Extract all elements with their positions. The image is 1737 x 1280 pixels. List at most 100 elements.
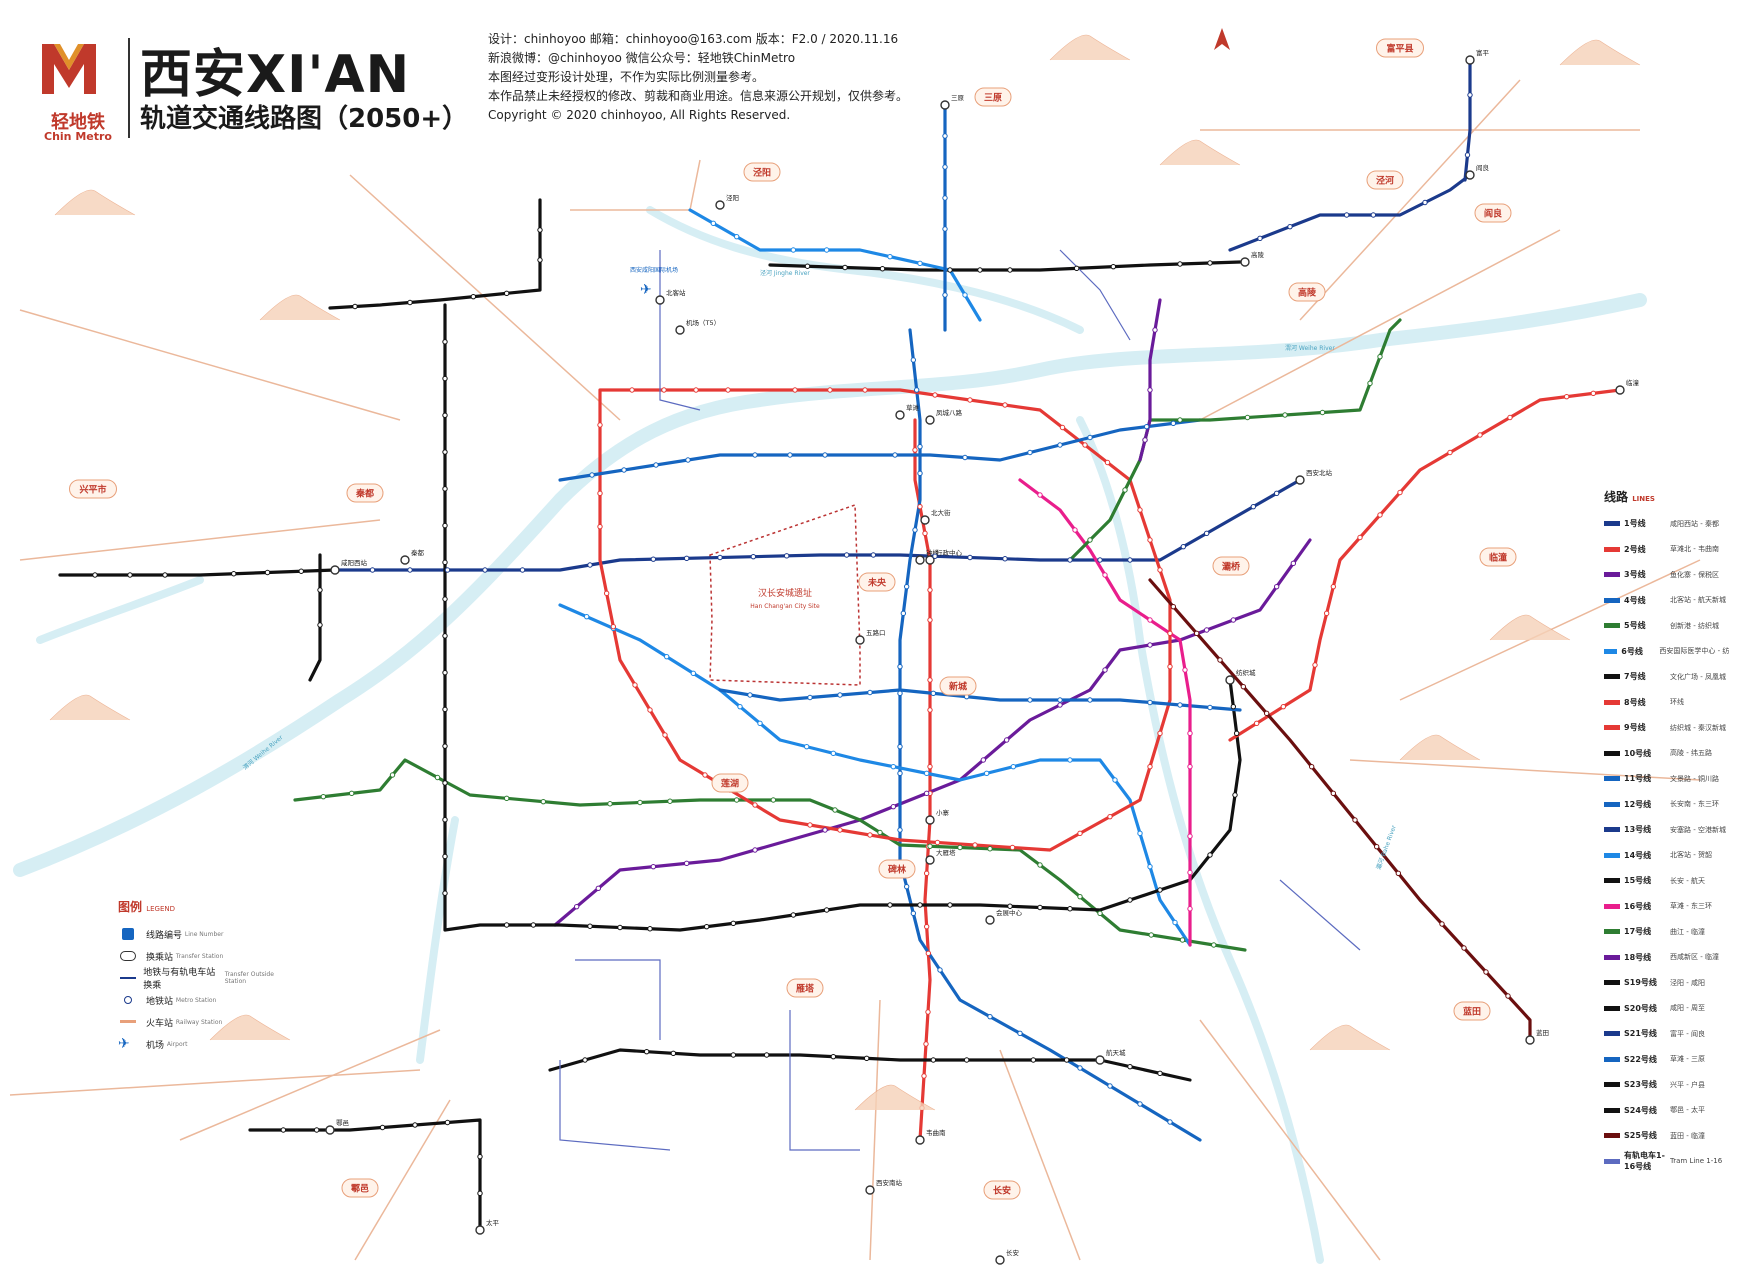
- station-dot[interactable]: [231, 571, 237, 577]
- station-dot[interactable]: [1217, 657, 1223, 663]
- station-dot[interactable]: [867, 832, 873, 838]
- station-dot[interactable]: [1357, 534, 1363, 541]
- station-dot[interactable]: [910, 357, 917, 363]
- station-dot[interactable]: [1067, 557, 1073, 563]
- station-dot[interactable]: [1057, 702, 1063, 708]
- station-dot[interactable]: [1102, 572, 1108, 578]
- station-dot[interactable]: [1273, 583, 1280, 590]
- station-dot[interactable]: [980, 757, 987, 763]
- station-dot[interactable]: [1250, 503, 1257, 510]
- station-dot[interactable]: [863, 1055, 870, 1062]
- station-dot[interactable]: [379, 1124, 386, 1131]
- station-dot[interactable]: [1230, 703, 1237, 710]
- station-dot[interactable]: [1037, 492, 1043, 498]
- station[interactable]: 泾阳: [715, 193, 739, 210]
- station-dot[interactable]: [927, 587, 933, 593]
- station-dot[interactable]: [1330, 583, 1337, 590]
- station-marker[interactable]: [475, 1225, 485, 1235]
- station-dot[interactable]: [1319, 409, 1326, 416]
- station-dot[interactable]: [922, 530, 928, 537]
- station-dot[interactable]: [934, 839, 941, 846]
- station-dot[interactable]: [503, 922, 510, 928]
- station-dot[interactable]: [1280, 703, 1287, 710]
- station-dot[interactable]: [725, 387, 731, 393]
- station-dot[interactable]: [897, 770, 903, 777]
- station-dot[interactable]: [903, 883, 910, 890]
- station-dot[interactable]: [827, 387, 833, 393]
- station-dot[interactable]: [1102, 667, 1108, 673]
- station-dot[interactable]: [783, 553, 790, 559]
- station-dot[interactable]: [822, 827, 828, 833]
- station-dot[interactable]: [925, 1009, 931, 1015]
- station-dot[interactable]: [1030, 1057, 1037, 1063]
- station-dot[interactable]: [957, 844, 963, 851]
- station-marker[interactable]: [865, 1185, 875, 1195]
- station-dot[interactable]: [1082, 442, 1088, 448]
- station[interactable]: 北大街: [920, 508, 951, 525]
- station-dot[interactable]: [1127, 897, 1133, 903]
- station-dot[interactable]: [1439, 921, 1445, 927]
- station-marker[interactable]: [1095, 1055, 1105, 1065]
- station-dot[interactable]: [1207, 704, 1213, 711]
- station-dot[interactable]: [877, 829, 883, 836]
- station-dot[interactable]: [317, 622, 323, 628]
- station-dot[interactable]: [597, 523, 603, 530]
- station[interactable]: 北客站: [655, 288, 686, 305]
- station-dot[interactable]: [1137, 1101, 1143, 1107]
- station-dot[interactable]: [407, 567, 413, 573]
- station-dot[interactable]: [597, 422, 603, 428]
- station-dot[interactable]: [1077, 893, 1083, 900]
- station-dot[interactable]: [313, 1127, 320, 1133]
- station-dot[interactable]: [927, 617, 933, 623]
- station-dot[interactable]: [1244, 414, 1251, 421]
- station-dot[interactable]: [733, 233, 740, 240]
- station[interactable]: 西安南站: [865, 1178, 903, 1195]
- station-dot[interactable]: [1009, 844, 1016, 851]
- station-dot[interactable]: [752, 847, 758, 853]
- station-dot[interactable]: [870, 552, 877, 558]
- station-dot[interactable]: [670, 1050, 677, 1057]
- station-dot[interactable]: [1147, 617, 1153, 623]
- station-dot[interactable]: [947, 902, 953, 908]
- station-marker[interactable]: [1525, 1035, 1535, 1045]
- station-dot[interactable]: [987, 1013, 993, 1020]
- station-dot[interactable]: [910, 910, 917, 917]
- station-dot[interactable]: [1067, 757, 1073, 763]
- station-dot[interactable]: [389, 772, 396, 778]
- station[interactable]: 秦都: [400, 548, 425, 565]
- station-dot[interactable]: [763, 1052, 770, 1058]
- station-dot[interactable]: [503, 290, 510, 297]
- station-dot[interactable]: [1147, 699, 1153, 706]
- station-dot[interactable]: [710, 220, 717, 227]
- station[interactable]: 三原: [940, 94, 965, 110]
- station-dot[interactable]: [962, 454, 968, 461]
- station-dot[interactable]: [442, 412, 448, 418]
- station-dot[interactable]: [352, 303, 358, 310]
- station-dot[interactable]: [683, 555, 690, 562]
- station-dot[interactable]: [1002, 556, 1008, 562]
- station-dot[interactable]: [917, 443, 923, 450]
- station-dot[interactable]: [1233, 730, 1240, 737]
- station-dot[interactable]: [1148, 932, 1154, 938]
- station-dot[interactable]: [589, 472, 595, 478]
- station-dot[interactable]: [1312, 662, 1318, 668]
- station-dot[interactable]: [317, 587, 323, 593]
- station-dot[interactable]: [977, 267, 983, 273]
- station[interactable]: 高陵: [1240, 250, 1265, 267]
- station-dot[interactable]: [790, 247, 797, 253]
- station-dot[interactable]: [477, 1190, 483, 1197]
- station-dot[interactable]: [1240, 683, 1247, 690]
- station-dot[interactable]: [843, 552, 850, 558]
- station-dot[interactable]: [573, 903, 580, 910]
- station-dot[interactable]: [1097, 557, 1103, 563]
- station-dot[interactable]: [1477, 432, 1483, 438]
- station[interactable]: 太平: [475, 1218, 500, 1235]
- station-dot[interactable]: [661, 387, 667, 393]
- station-dot[interactable]: [1137, 830, 1143, 837]
- station-dot[interactable]: [587, 562, 593, 568]
- station-dot[interactable]: [823, 907, 830, 913]
- station[interactable]: 临潼: [1615, 378, 1640, 395]
- station[interactable]: 机场（T5）: [675, 318, 720, 335]
- station[interactable]: 五路口: [855, 628, 886, 645]
- station-dot[interactable]: [1170, 603, 1177, 610]
